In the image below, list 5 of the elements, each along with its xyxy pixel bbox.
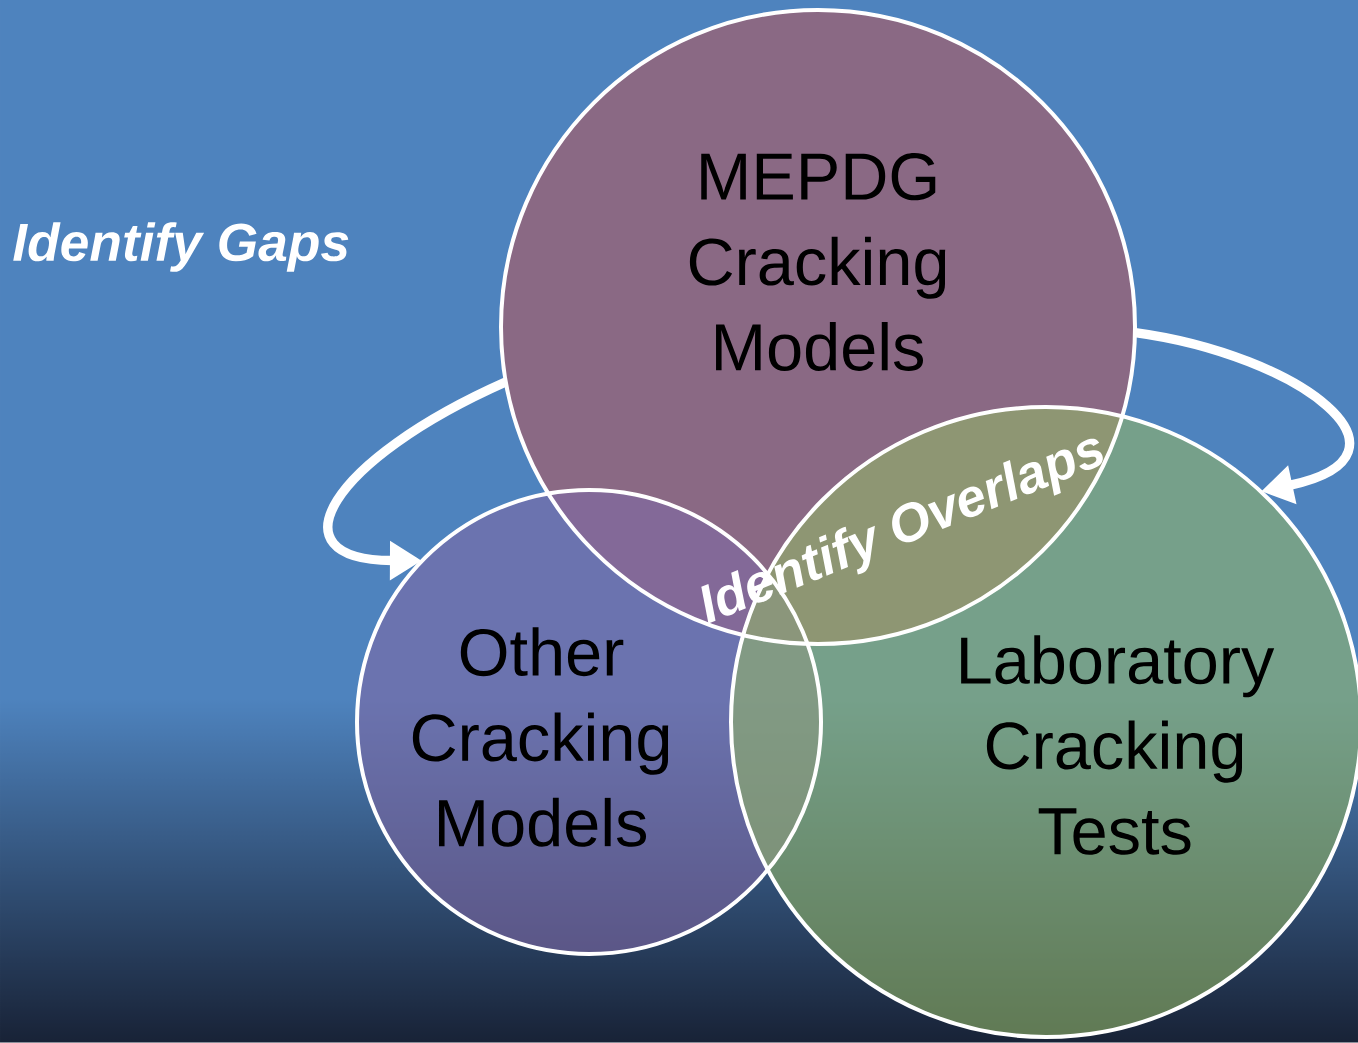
curved-arrow <box>1134 327 1354 505</box>
circle-label: Other Cracking Models <box>412 627 669 847</box>
circle-label: MEPDG Cracking Models <box>689 153 946 371</box>
annotation-text: Identify Gaps <box>13 222 349 272</box>
circle-label: Laboratory Cracking Tests <box>961 635 1275 855</box>
